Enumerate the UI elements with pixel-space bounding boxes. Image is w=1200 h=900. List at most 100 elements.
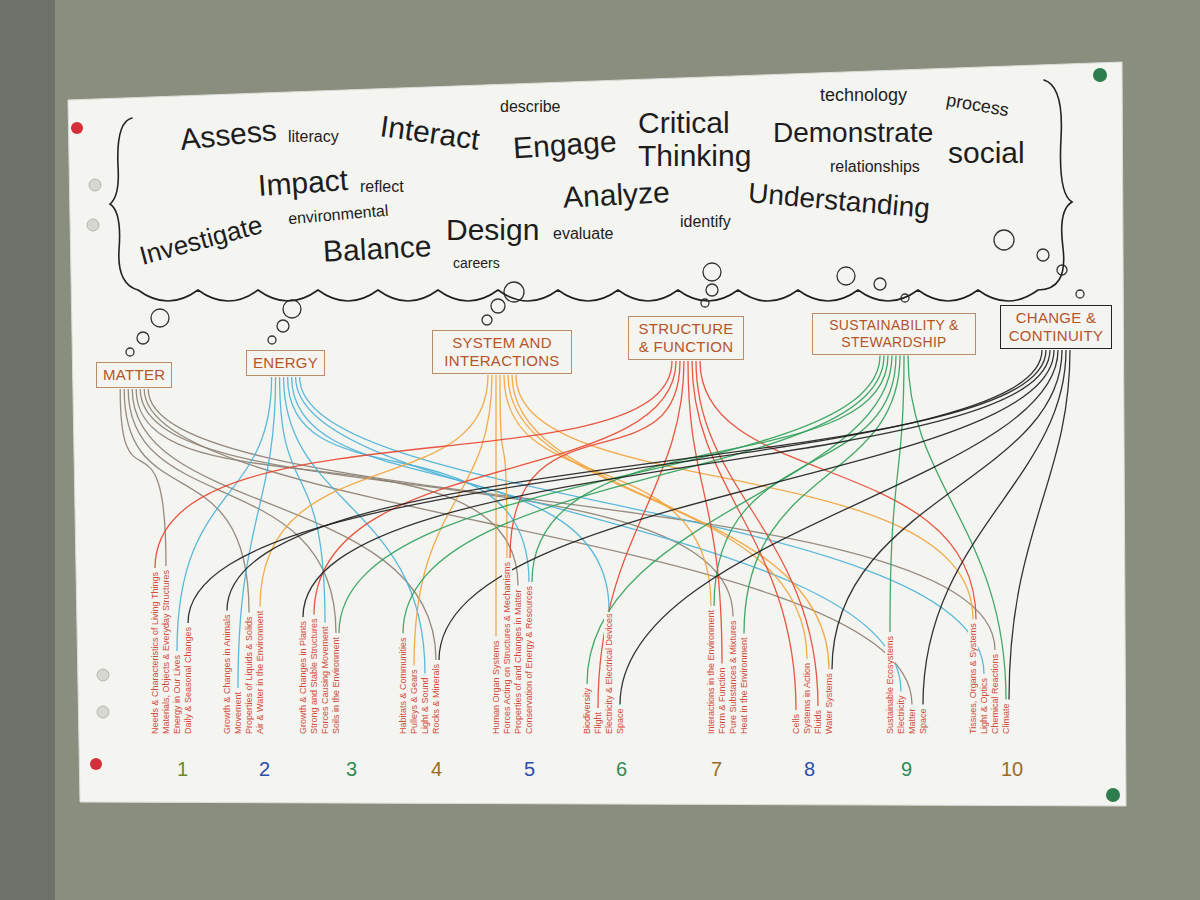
topic-label: Habitats & Communities xyxy=(398,636,408,735)
concept-label: MATTER xyxy=(103,366,165,384)
cloud-word: identify xyxy=(680,213,731,231)
topic-label: Space xyxy=(918,707,928,735)
link-curve xyxy=(500,375,507,558)
punch-hole xyxy=(89,179,101,191)
concept-label: SUSTAINABILITY & STEWARDSHIP xyxy=(819,317,969,351)
concept-box: CHANGE & CONTINUITY xyxy=(1000,305,1112,349)
topic-label: Interactions in the Environment xyxy=(706,609,716,735)
topic-label: Form & Function xyxy=(717,666,727,735)
topic-label: Growth & Changes in Plants xyxy=(298,620,308,735)
topic-label: Electricity & Electrical Devices xyxy=(604,612,614,735)
grade-number: 9 xyxy=(901,758,912,780)
cloud-word: careers xyxy=(453,256,500,271)
thought-bubble xyxy=(703,263,721,281)
topic-label: Fluids xyxy=(813,709,823,735)
concept-box: SUSTAINABILITY & STEWARDSHIP xyxy=(812,313,976,355)
cloud-word: evaluate xyxy=(553,225,614,243)
link-curve xyxy=(890,356,904,632)
topic-label: Strong and Stable Structures xyxy=(309,617,319,735)
topic-label: Conservation of Energy & Resources xyxy=(524,585,534,735)
cloud-word: Understanding xyxy=(747,178,931,225)
link-curve xyxy=(508,375,807,659)
topic-label: Forces Causing Movement xyxy=(320,625,330,735)
thought-bubble xyxy=(837,267,855,285)
link-curve xyxy=(124,389,249,612)
topic-label: Electricity xyxy=(896,694,906,735)
cloud-word: reflect xyxy=(360,178,404,196)
topic-label: Matter xyxy=(907,707,917,735)
cloud-word: Interact xyxy=(378,109,482,156)
link-curve xyxy=(314,361,676,614)
link-curve xyxy=(512,375,829,669)
topic-label: Light & Sound xyxy=(420,676,430,735)
link-curve xyxy=(227,350,1046,610)
grade-number: 3 xyxy=(346,758,357,780)
topic-label: Space xyxy=(615,707,625,735)
grade-number: 10 xyxy=(1001,758,1023,780)
punch-hole xyxy=(97,669,109,681)
topic-label: Flight xyxy=(593,711,603,735)
cloud-word: environmental xyxy=(287,202,389,228)
topic-label: Light & Optics xyxy=(979,677,989,735)
topic-label: Biodiversity xyxy=(582,687,592,735)
topic-label: Air & Water in the Environment xyxy=(255,610,265,735)
topic-label: Tissues, Organs & Systems xyxy=(968,622,978,735)
link-curve xyxy=(140,389,733,616)
topic-label: Properties of Liquids & Solids xyxy=(244,615,254,735)
link-curve xyxy=(260,375,488,607)
push-pin xyxy=(1093,68,1107,82)
topic-label: Cells xyxy=(791,713,801,735)
topic-label: Growth & Changes in Animals xyxy=(222,613,232,735)
concept-box: ENERGY xyxy=(246,350,325,376)
cloud-word: Analyze xyxy=(562,175,670,214)
punch-hole xyxy=(87,219,99,231)
grade-number: 8 xyxy=(804,758,815,780)
link-curve xyxy=(620,350,1058,705)
link-curve xyxy=(688,361,722,664)
thought-bubble xyxy=(874,278,886,290)
thought-bubble xyxy=(482,315,492,325)
topic-label: Heat in the Environment xyxy=(739,636,749,735)
cloud-word: relationships xyxy=(830,158,920,176)
topic-label: Rocks & Minerals xyxy=(431,663,441,735)
topic-label: Materials, Objects & Everyday Structures xyxy=(161,569,171,735)
cloud-word: technology xyxy=(820,86,907,106)
cloud-word: social xyxy=(948,136,1025,169)
wall-shadow xyxy=(0,0,55,900)
topic-label: Energy in Our Lives xyxy=(172,654,182,735)
topic-label: Systems in Action xyxy=(802,662,812,735)
cloud-word: Impact xyxy=(257,163,349,202)
link-curve xyxy=(1009,350,1070,700)
cloud-word: Critical Thinking xyxy=(638,106,768,172)
thought-bubble xyxy=(268,336,276,344)
link-curve xyxy=(188,350,1042,623)
thought-bubble xyxy=(126,348,134,356)
grade-number: 2 xyxy=(259,758,270,780)
grade-number: 7 xyxy=(711,758,722,780)
topic-label: Water Systems xyxy=(824,672,834,735)
link-curve xyxy=(288,377,529,582)
topic-label: Soils in the Environment xyxy=(331,636,341,735)
cloud-word: Engage xyxy=(512,124,617,164)
grade-number: 5 xyxy=(524,758,535,780)
push-pin xyxy=(1106,788,1120,802)
push-pin xyxy=(90,758,102,770)
link-curve xyxy=(403,356,884,634)
topic-label: Pulleys & Gears xyxy=(409,668,419,735)
topic-label: Human Organ Systems xyxy=(491,639,501,735)
topic-label: Sustainable Ecosystems xyxy=(885,635,895,735)
concept-label: CHANGE & CONTINUITY xyxy=(1007,309,1105,345)
link-curve xyxy=(510,361,680,558)
push-pin xyxy=(71,122,83,134)
topic-label: Needs & Characteristics of Living Things xyxy=(150,571,160,735)
link-curve xyxy=(700,361,976,619)
cloud-word: process xyxy=(945,91,1011,121)
thought-bubble xyxy=(994,230,1014,250)
link-curve xyxy=(908,356,1006,700)
cloud-word: Demonstrate xyxy=(773,118,933,149)
thought-bubble xyxy=(283,300,301,318)
concept-box: STRUCTURE & FUNCTION xyxy=(628,316,744,360)
link-curve xyxy=(832,350,1062,669)
cloud-word: describe xyxy=(500,98,560,116)
